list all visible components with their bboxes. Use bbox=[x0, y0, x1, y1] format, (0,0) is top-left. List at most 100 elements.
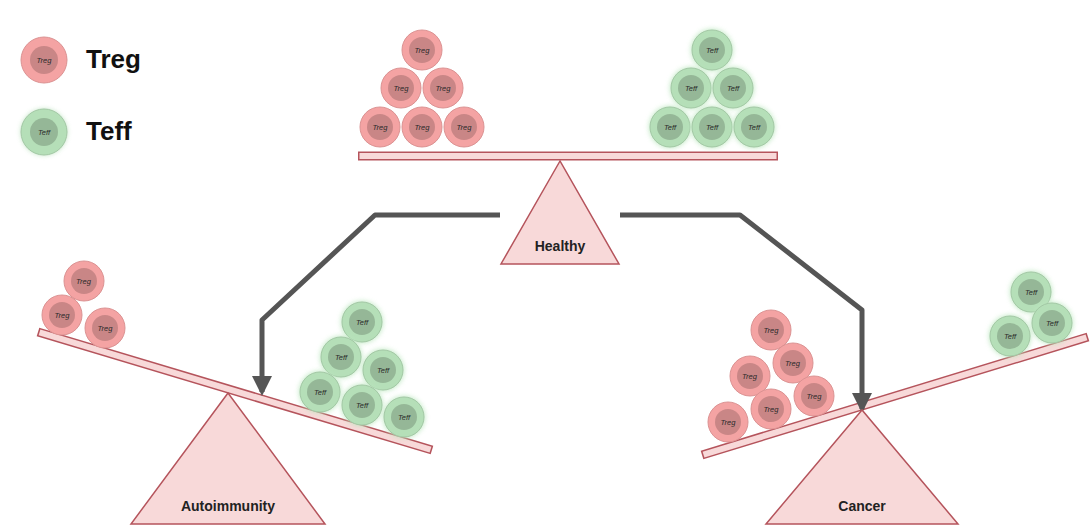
cell-outer bbox=[384, 397, 424, 437]
legend-label: Treg bbox=[86, 44, 141, 75]
cell-circle: Teff bbox=[733, 106, 775, 148]
cell-label: Treg bbox=[41, 294, 83, 336]
beam-fill bbox=[360, 153, 777, 159]
cell-outer bbox=[708, 402, 748, 442]
fulcrum-triangle: Cancer bbox=[765, 409, 959, 525]
cell-circle: Teff bbox=[383, 396, 425, 438]
condition-label: Cancer bbox=[838, 498, 885, 514]
condition-label: Autoimmunity bbox=[181, 498, 275, 514]
cancer-beam bbox=[702, 337, 1088, 455]
cell-glow bbox=[341, 384, 383, 426]
cell-outer bbox=[671, 68, 711, 108]
arrow-connector bbox=[262, 215, 500, 392]
cell-outer bbox=[402, 30, 442, 70]
cell-label: Treg bbox=[359, 106, 401, 148]
cell-glow bbox=[320, 336, 362, 378]
legend-swatch bbox=[21, 109, 67, 155]
cell-label: Treg bbox=[422, 67, 464, 109]
fulcrum-triangle: Healthy bbox=[500, 160, 620, 265]
cell-label: Teff bbox=[299, 371, 341, 413]
cell-circle: Treg bbox=[359, 106, 401, 148]
cell-circle: Treg bbox=[707, 401, 749, 443]
cell-outer bbox=[300, 372, 340, 412]
cell-outer bbox=[360, 107, 400, 147]
beam-edge bbox=[702, 337, 1088, 455]
cell-outer bbox=[381, 68, 421, 108]
cell-circle: Treg bbox=[380, 67, 422, 109]
cell-circle: Teff bbox=[299, 371, 341, 413]
cell-outer bbox=[64, 261, 104, 301]
cell-glow bbox=[691, 106, 733, 148]
cell-glow bbox=[691, 29, 733, 71]
cell-circle: Teff bbox=[320, 336, 362, 378]
cell-outer bbox=[650, 107, 690, 147]
legend-entry: Treg Treg bbox=[20, 36, 220, 84]
cell-circle: Teff bbox=[989, 315, 1031, 357]
cell-label: Teff bbox=[670, 67, 712, 109]
cell-outer bbox=[751, 389, 791, 429]
legend-entry: Teff Teff bbox=[20, 108, 220, 156]
cell-label: Teff bbox=[1031, 302, 1073, 344]
cell-label: Treg bbox=[793, 375, 835, 417]
cell-label: Treg bbox=[380, 67, 422, 109]
cell-circle: Treg bbox=[443, 106, 485, 148]
swatch-label: Teff bbox=[20, 108, 68, 156]
cell-circle: Treg bbox=[41, 294, 83, 336]
cell-circle: Teff bbox=[1031, 302, 1073, 344]
cell-circle: Treg bbox=[401, 106, 443, 148]
cell-label: Treg bbox=[443, 106, 485, 148]
cell-outer bbox=[734, 107, 774, 147]
triangle-outline bbox=[501, 161, 619, 264]
cell-circle: Treg bbox=[750, 388, 792, 430]
cell-label: Teff bbox=[989, 315, 1031, 357]
cell-glow bbox=[989, 315, 1031, 357]
cell-label: Teff bbox=[649, 106, 691, 148]
cell-outer bbox=[444, 107, 484, 147]
cell-label: Teff bbox=[712, 67, 754, 109]
cell-label: Teff bbox=[733, 106, 775, 148]
cell-outer bbox=[402, 107, 442, 147]
cell-outer bbox=[794, 376, 834, 416]
cell-glow bbox=[712, 67, 754, 109]
cell-outer bbox=[1032, 303, 1072, 343]
cell-label: Teff bbox=[362, 349, 404, 391]
cell-outer bbox=[363, 350, 403, 390]
cell-label: Teff bbox=[341, 384, 383, 426]
cell-circle: Teff bbox=[670, 67, 712, 109]
legend-swatch bbox=[21, 37, 67, 83]
cell-circle: Teff bbox=[691, 29, 733, 71]
triangle-outline bbox=[766, 410, 958, 524]
cell-outer bbox=[692, 30, 732, 70]
legend-swatch-box: Treg bbox=[20, 36, 68, 84]
cell-circle: Teff bbox=[341, 301, 383, 343]
cell-glow bbox=[341, 301, 383, 343]
cell-outer bbox=[342, 302, 382, 342]
swatch-glow bbox=[21, 109, 67, 155]
cell-circle: Teff bbox=[649, 106, 691, 148]
cell-label: Treg bbox=[707, 401, 749, 443]
beam-edge bbox=[358, 152, 778, 161]
cell-label: Teff bbox=[341, 301, 383, 343]
cell-glow bbox=[649, 106, 691, 148]
cell-circle: Teff bbox=[362, 349, 404, 391]
cell-glow bbox=[1031, 302, 1073, 344]
cell-label: Teff bbox=[383, 396, 425, 438]
cell-label: Teff bbox=[691, 106, 733, 148]
cell-glow bbox=[670, 67, 712, 109]
cell-outer bbox=[990, 316, 1030, 356]
condition-label: Healthy bbox=[535, 238, 586, 254]
triangle-outline bbox=[131, 393, 325, 524]
legend-label: Teff bbox=[86, 116, 132, 147]
cell-circle: Treg bbox=[793, 375, 835, 417]
cell-circle: Teff bbox=[691, 106, 733, 148]
cell-label: Treg bbox=[84, 307, 126, 349]
cell-glow bbox=[362, 349, 404, 391]
cell-circle: Teff bbox=[712, 67, 754, 109]
healthy-beam bbox=[358, 156, 778, 157]
cell-glow bbox=[733, 106, 775, 148]
cell-label: Treg bbox=[401, 29, 443, 71]
cell-outer bbox=[692, 107, 732, 147]
